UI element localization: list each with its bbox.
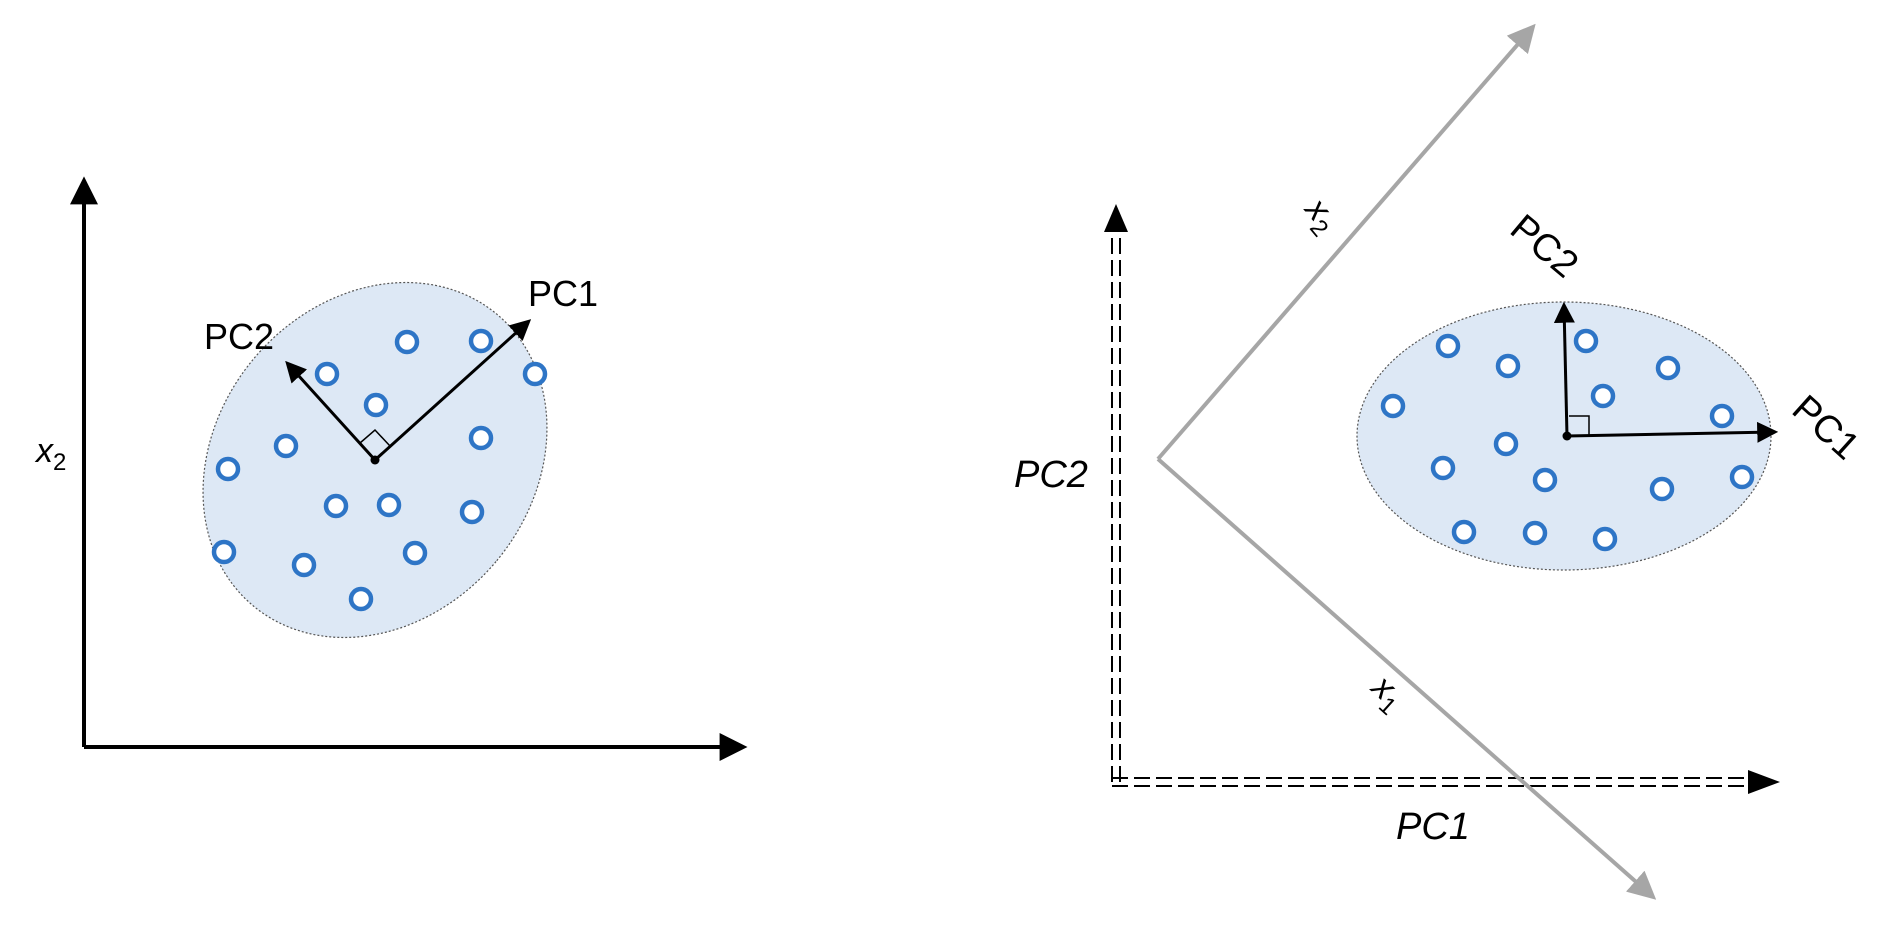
left-data-points xyxy=(211,328,548,612)
data-point xyxy=(1522,520,1548,546)
data-point xyxy=(1532,467,1558,493)
left-y-axis-label-base: x xyxy=(34,432,54,470)
data-point xyxy=(1649,476,1675,502)
data-point xyxy=(1495,353,1521,379)
right-data-points xyxy=(1380,328,1755,552)
right-pc2-vector xyxy=(1553,301,1575,437)
data-point xyxy=(1655,355,1681,381)
left-y-axis-label-sub: 2 xyxy=(53,449,66,476)
right-origin-dot xyxy=(1562,431,1572,441)
right-right-angle-marker xyxy=(1569,415,1590,435)
data-point xyxy=(468,328,494,354)
data-point xyxy=(1451,519,1477,545)
right-x1-axis xyxy=(1156,457,1657,900)
right-pc2-axis-label: PC2 xyxy=(1014,454,1088,496)
left-pc2-label: PC2 xyxy=(204,316,274,357)
data-point xyxy=(1380,393,1406,419)
data-point xyxy=(1709,403,1735,429)
right-x2-axis-label: x2 xyxy=(1292,189,1347,242)
data-point xyxy=(1430,455,1456,481)
right-pc2-vector-label: PC2 xyxy=(1502,207,1586,287)
left-panel: x2 PC1 PC2 xyxy=(34,176,748,761)
right-panel: PC2 PC1 x2 x1 xyxy=(1014,23,1867,900)
data-point xyxy=(363,392,389,418)
data-point xyxy=(1435,333,1461,359)
left-pc1-label: PC1 xyxy=(528,273,598,314)
left-pc2-vector xyxy=(285,360,377,462)
data-point xyxy=(468,425,494,451)
data-point xyxy=(323,493,349,519)
data-point xyxy=(1592,526,1618,552)
right-pc1-vector-label: PC1 xyxy=(1784,387,1867,468)
right-x2-axis xyxy=(1156,23,1536,461)
data-point xyxy=(291,552,317,578)
data-point xyxy=(215,456,241,482)
left-origin-dot xyxy=(370,455,380,465)
data-point xyxy=(402,540,428,566)
left-y-axis-label: x2 xyxy=(34,432,66,476)
data-point xyxy=(1493,431,1519,457)
data-point xyxy=(211,539,237,565)
data-point xyxy=(522,361,548,387)
data-point xyxy=(1573,328,1599,354)
left-right-angle-marker xyxy=(359,428,391,447)
right-pc1-axis xyxy=(1112,770,1780,794)
data-point xyxy=(459,499,485,525)
left-pc1-vector xyxy=(373,319,532,462)
data-point xyxy=(376,492,402,518)
data-point xyxy=(348,586,374,612)
data-point xyxy=(314,361,340,387)
right-pc1-vector xyxy=(1566,421,1779,443)
data-point xyxy=(1729,464,1755,490)
right-pc1-axis-label: PC1 xyxy=(1396,806,1470,848)
data-point xyxy=(1590,383,1616,409)
right-pc2-axis xyxy=(1104,204,1128,782)
data-point xyxy=(394,329,420,355)
data-point xyxy=(273,433,299,459)
